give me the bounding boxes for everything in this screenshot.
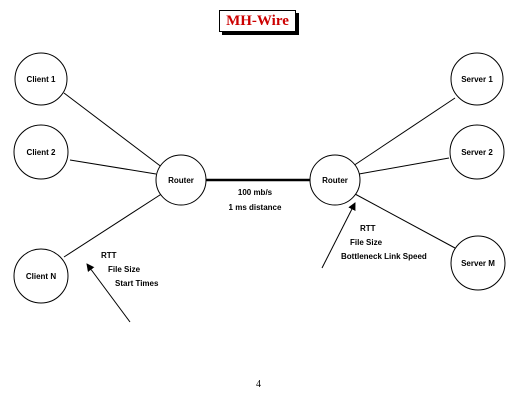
edge-client1-router xyxy=(63,92,164,169)
link-distance: 1 ms distance xyxy=(229,203,282,212)
client-param-start-times: Start Times xyxy=(115,279,159,288)
link-bandwidth: 100 mb/s xyxy=(238,188,273,197)
node-label-router-left: Router xyxy=(168,176,194,185)
page-title: MH-Wire xyxy=(226,12,289,29)
connections xyxy=(63,92,456,258)
node-server-2: Server 2 xyxy=(449,124,505,180)
client-params-arrow xyxy=(86,263,131,323)
node-client-2: Client 2 xyxy=(13,124,69,180)
client-param-rtt: RTT xyxy=(101,251,117,260)
node-label-router-right: Router xyxy=(322,176,348,185)
node-label-server-m: Server M xyxy=(461,259,495,268)
node-server-1: Server 1 xyxy=(450,52,504,106)
node-client-1: Client 1 xyxy=(14,52,68,106)
server-param-rtt: RTT xyxy=(360,224,376,233)
edge-router-server2 xyxy=(358,157,450,175)
node-server-m: Server M xyxy=(450,235,506,291)
node-client-n: Client N xyxy=(13,248,69,304)
node-label-server-2: Server 2 xyxy=(461,148,493,157)
edge-client2-router xyxy=(69,159,157,175)
server-param-file-size: File Size xyxy=(350,238,383,247)
node-label-server-1: Server 1 xyxy=(461,75,493,84)
server-params-arrow xyxy=(321,202,356,269)
node-label-client-n: Client N xyxy=(26,272,56,281)
server-param-bottleneck: Bottleneck Link Speed xyxy=(341,252,427,261)
node-label-client-2: Client 2 xyxy=(27,148,56,157)
edge-router-serverm xyxy=(354,193,456,249)
node-label-client-1: Client 1 xyxy=(27,75,56,84)
page-number: 4 xyxy=(256,379,261,390)
edge-clientn-router xyxy=(63,192,164,258)
title-box: MH-Wire xyxy=(219,10,296,32)
client-param-file-size: File Size xyxy=(108,265,141,274)
edge-router-server1 xyxy=(352,97,456,167)
node-router-left: Router xyxy=(155,154,207,206)
node-router-right: Router xyxy=(309,154,361,206)
